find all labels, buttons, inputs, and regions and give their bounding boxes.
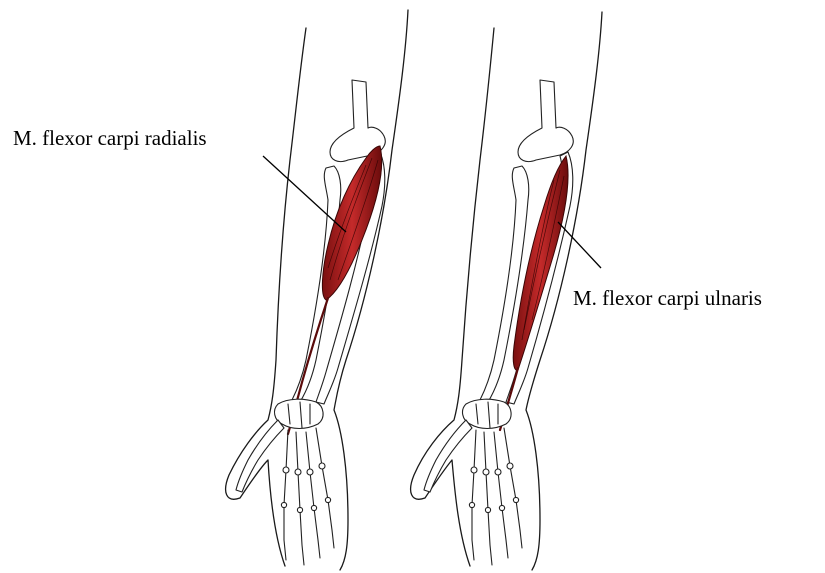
right-carpals (463, 399, 512, 428)
left-arm (226, 10, 408, 570)
label-flexor-carpi-radialis: M. flexor carpi radialis (13, 128, 207, 149)
right-label-pointer (558, 222, 601, 268)
label-flexor-carpi-ulnaris: M. flexor carpi ulnaris (573, 288, 762, 309)
right-humerus (518, 80, 573, 162)
right-thumb (424, 420, 472, 492)
left-thumb (236, 420, 284, 492)
left-finger-bones (281, 428, 334, 565)
right-arm-outline (411, 28, 494, 566)
right-finger-bones (469, 428, 522, 565)
left-carpals (275, 399, 324, 428)
